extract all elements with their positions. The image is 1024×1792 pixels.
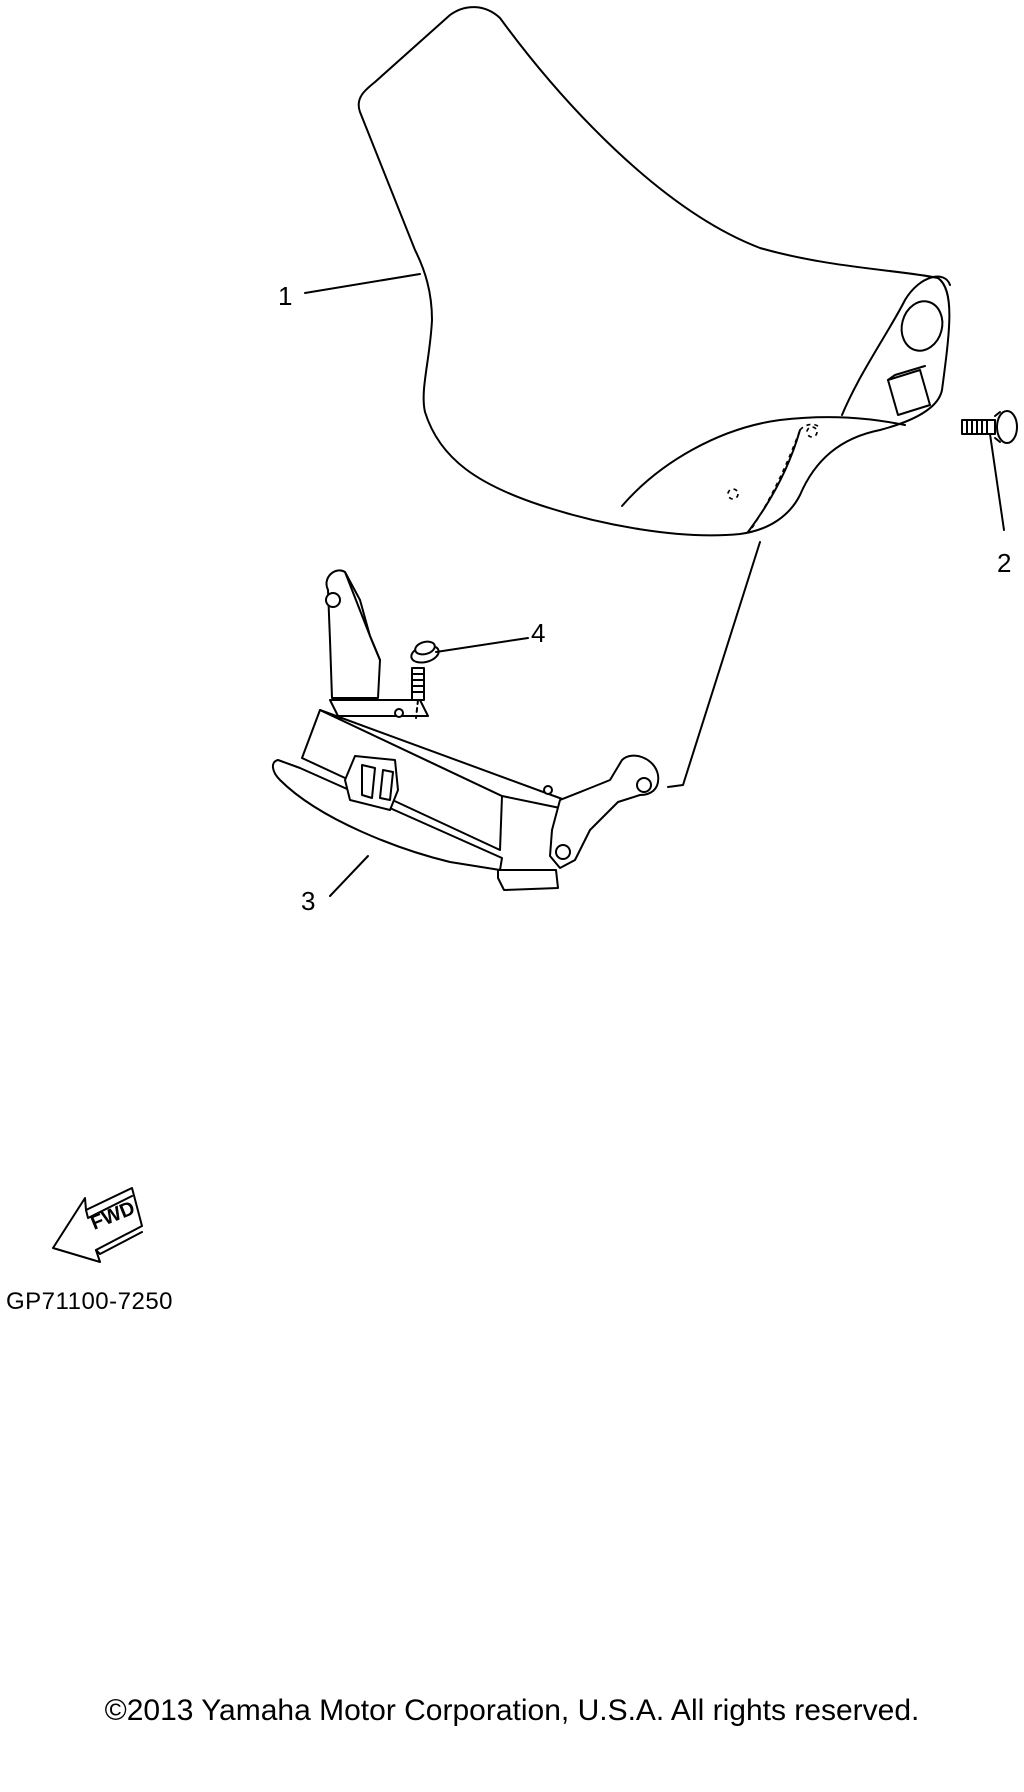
fwd-arrow-icon: FWD: [52, 1187, 143, 1263]
callout-3: 3: [301, 886, 315, 916]
leader-lines: [304, 273, 1005, 897]
callout-1: 1: [278, 281, 292, 311]
bolt-part[interactable]: [961, 410, 1018, 444]
part-code: GP71100-7250: [6, 1288, 174, 1315]
copyright-notice: ©2013 Yamaha Motor Corporation, U.S.A. A…: [104, 1694, 920, 1727]
seat-bracket-part[interactable]: [272, 569, 660, 891]
screw-part[interactable]: [409, 640, 440, 719]
callout-4: 4: [531, 618, 545, 648]
seat-part[interactable]: [357, 6, 951, 537]
callout-2: 2: [997, 548, 1011, 578]
